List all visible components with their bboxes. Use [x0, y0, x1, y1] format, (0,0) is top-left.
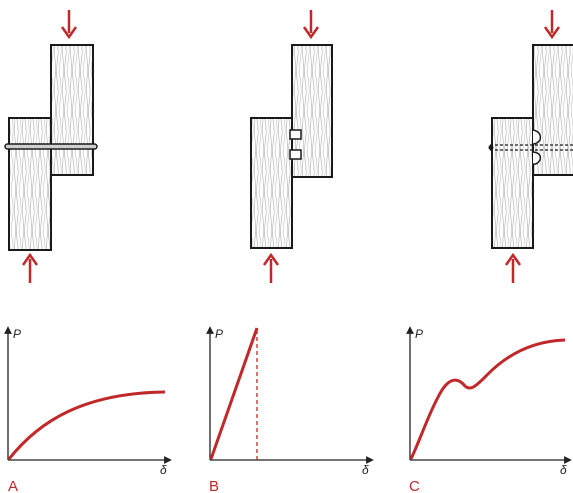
- load-arrow-top-c: [543, 10, 561, 40]
- joint-a: [4, 10, 98, 283]
- graph-c: P δ C: [406, 326, 572, 493]
- load-slip-curve-c: [409, 338, 566, 460]
- load-arrow-top-b: [302, 10, 320, 40]
- x-axis-label-c: δ: [560, 463, 567, 477]
- joint-b: [250, 10, 333, 283]
- load-arrow-bottom-a: [21, 252, 39, 283]
- glued-tab-lower-b: [289, 149, 302, 160]
- load-arrow-bottom-c: [504, 252, 522, 283]
- x-axis-label-a: δ: [160, 463, 167, 477]
- timber-member-left-b: [250, 117, 293, 249]
- joint-c: [488, 10, 573, 283]
- timber-member-right-a: [50, 44, 94, 176]
- load-arrow-top-a: [60, 10, 78, 40]
- panel-label-b: B: [209, 478, 219, 493]
- timber-member-left-c: [491, 117, 534, 249]
- panel-label-c: C: [409, 478, 420, 493]
- load-arrow-bottom-b: [262, 252, 280, 283]
- graph-b: P δ B: [206, 326, 374, 493]
- y-axis-label-b: P: [215, 327, 223, 341]
- crush-zone-upper-c: [532, 129, 542, 145]
- dowel-a: [4, 143, 98, 150]
- dowel-end-c: [488, 145, 494, 150]
- load-slip-curve-a: [7, 390, 166, 460]
- x-axis-label-b: δ: [362, 463, 369, 477]
- panel-label-a: A: [8, 478, 18, 493]
- crush-zone-lower-c: [532, 151, 542, 165]
- y-axis-label-a: P: [13, 327, 21, 341]
- timber-member-right-c: [532, 44, 573, 176]
- glued-tab-upper-b: [289, 129, 302, 140]
- load-slip-curve-b: [209, 327, 259, 460]
- timber-member-left-a: [8, 117, 52, 251]
- graph-a: P δ A: [4, 326, 172, 493]
- y-axis-label-c: P: [415, 327, 423, 341]
